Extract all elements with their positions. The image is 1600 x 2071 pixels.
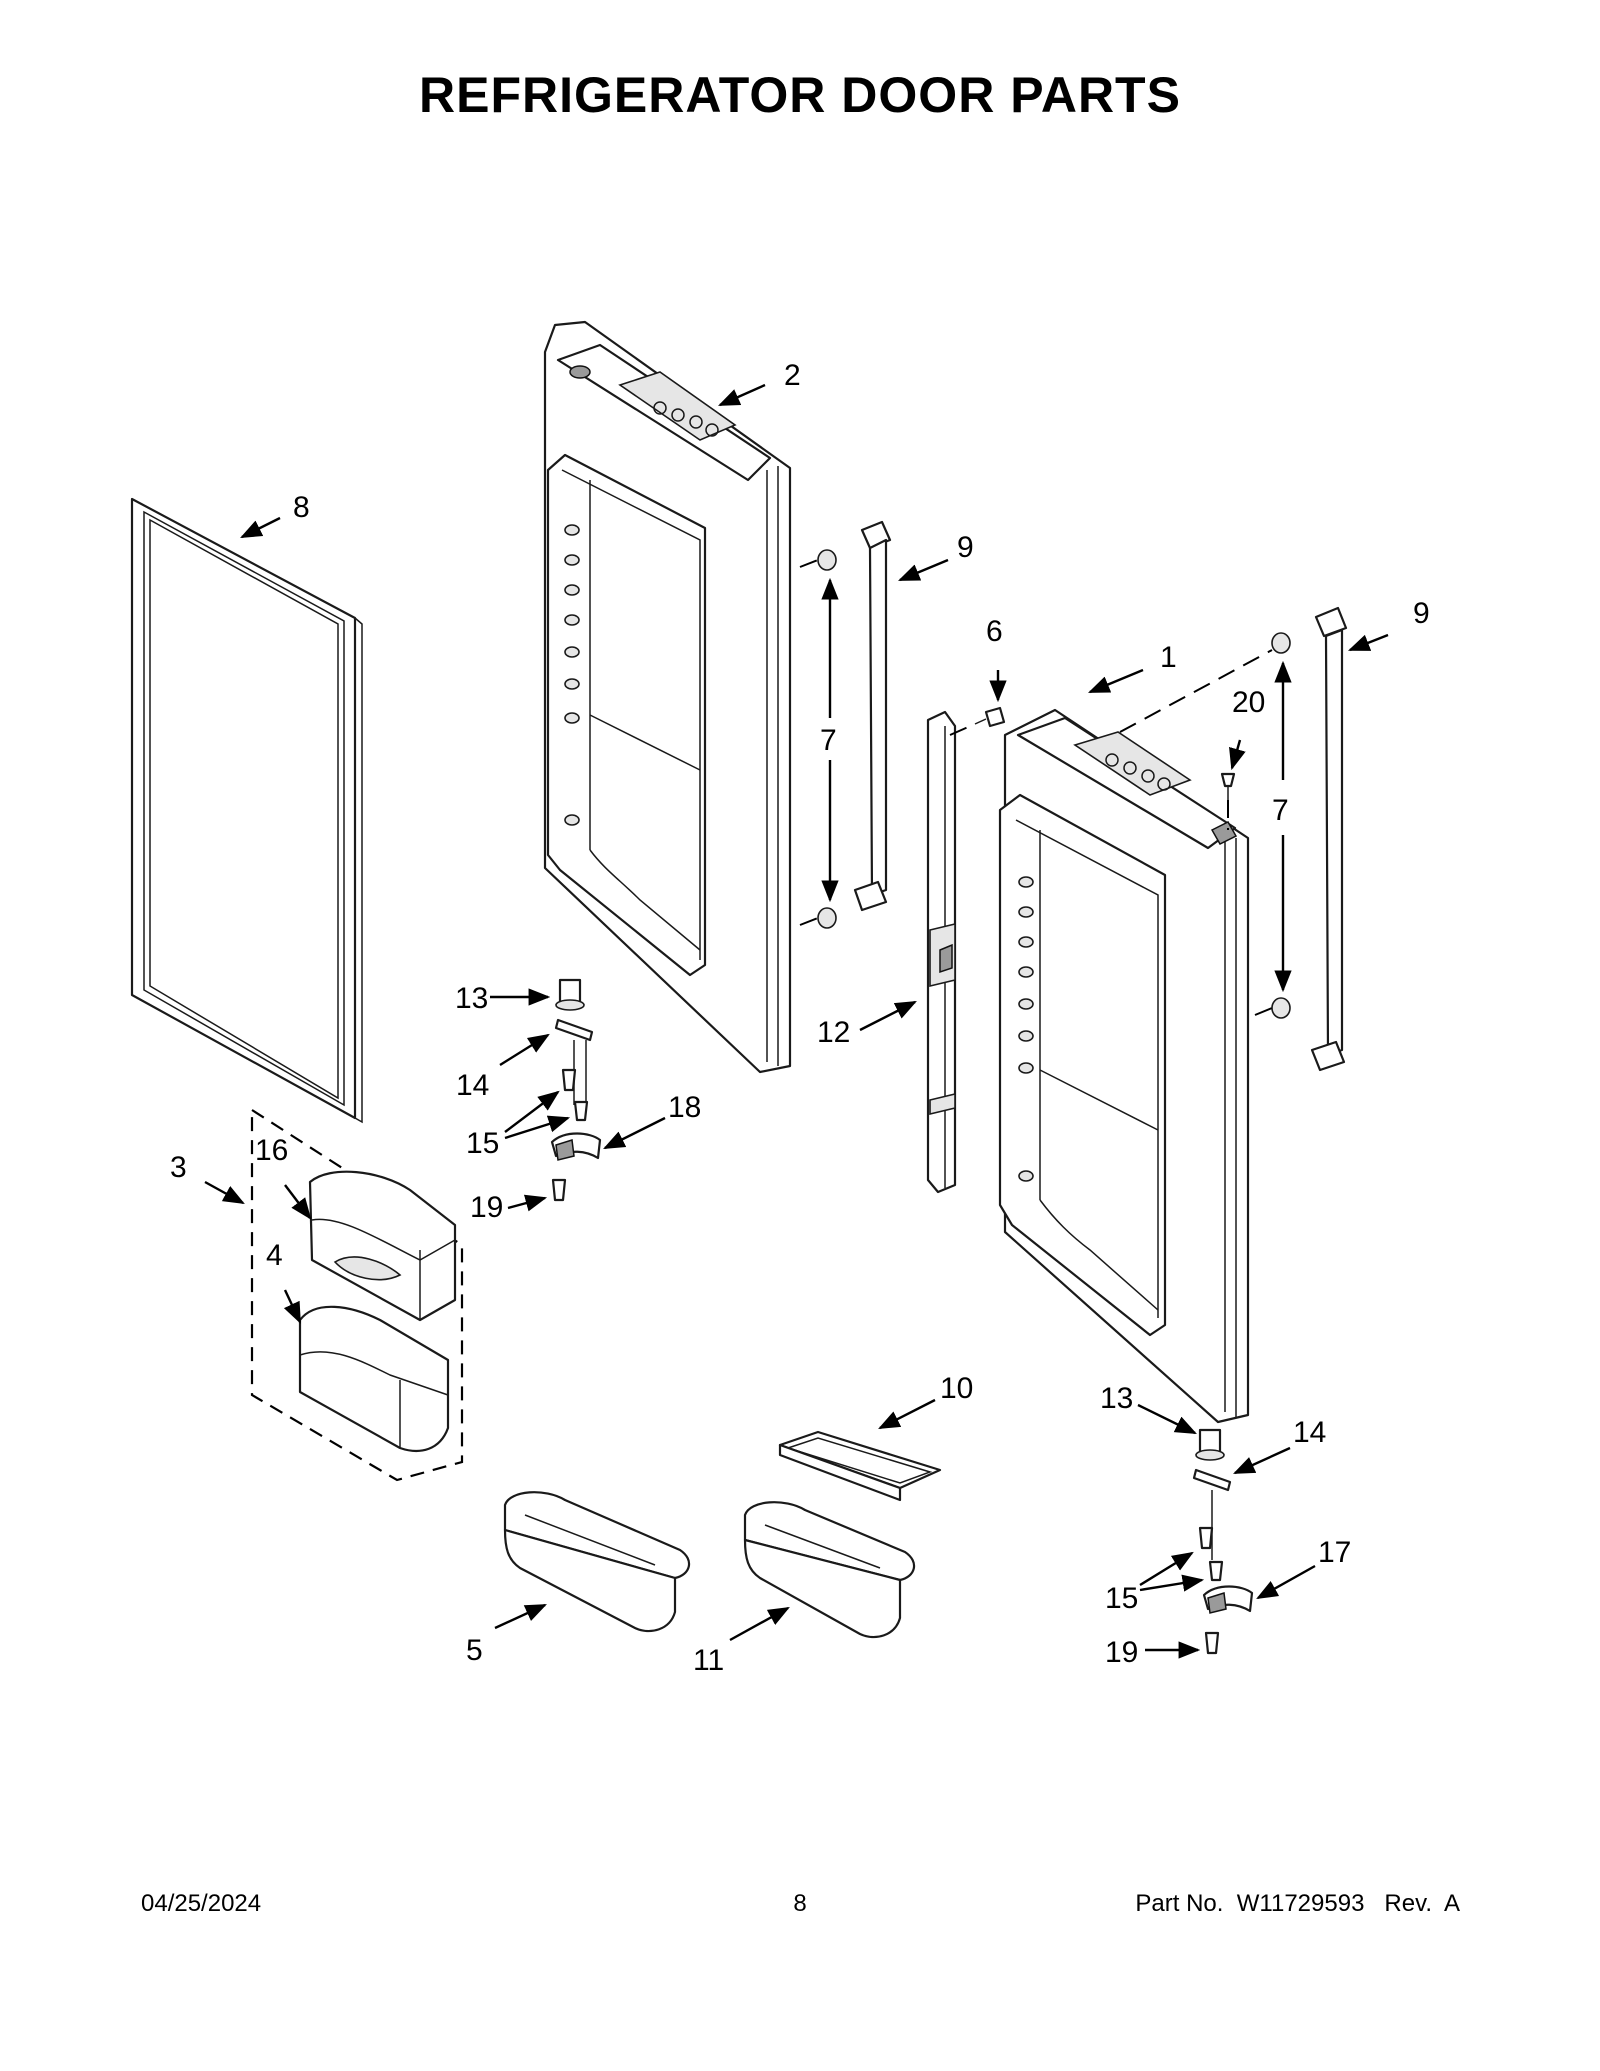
left-door-handle (853, 520, 892, 912)
callout-16: 16 (255, 1134, 288, 1167)
page-title: REFRIGERATOR DOOR PARTS (419, 67, 1181, 123)
callout-19-right: 19 (1105, 1636, 1138, 1669)
guide-line (1119, 649, 1273, 733)
right-hinge-hardware (1192, 1428, 1254, 1655)
callout-14-right: 14 (1293, 1416, 1326, 1449)
callout-4: 4 (266, 1239, 283, 1272)
callout-18: 18 (668, 1091, 701, 1124)
flipper-mullion (926, 710, 957, 1194)
callout-12: 12 (817, 1016, 850, 1049)
right-refrigerator-door (998, 708, 1250, 1424)
door-bin-left (503, 1491, 691, 1633)
footer-date: 04/25/2024 (141, 1890, 262, 1917)
footer-part-number: Part No. W11729593 Rev. A (1135, 1890, 1460, 1917)
callout-7-left: 7 (820, 724, 837, 757)
callout-15-right: 15 (1105, 1582, 1138, 1615)
door-bin-right (743, 1501, 916, 1639)
callout-9-right: 9 (1413, 597, 1430, 630)
leader-arrows (204, 383, 1389, 1659)
handle-mount-studs (817, 549, 1291, 1019)
guide-line (1254, 1007, 1273, 1016)
callout-19-left: 19 (470, 1191, 503, 1224)
shelf-tray (778, 1430, 942, 1502)
left-hinge-hardware (550, 978, 602, 1202)
mullion-screw (974, 706, 1006, 728)
right-door-handle (1310, 606, 1348, 1072)
door-gasket (130, 497, 363, 1124)
callout-10: 10 (940, 1372, 973, 1405)
callout-13-right: 13 (1100, 1382, 1133, 1415)
callout-9-left: 9 (957, 531, 974, 564)
callout-1: 1 (1160, 641, 1177, 674)
callout-2: 2 (784, 359, 801, 392)
callout-3: 3 (170, 1151, 187, 1184)
callout-11: 11 (693, 1644, 724, 1677)
callout-14-left: 14 (456, 1069, 489, 1102)
hinge-screw-20 (1220, 772, 1236, 800)
guide-line (799, 559, 819, 568)
callout-13-left: 13 (455, 982, 488, 1015)
dairy-bin-cover (308, 1170, 457, 1322)
callout-15-left: 15 (466, 1127, 499, 1160)
callout-6: 6 (986, 615, 1003, 648)
callout-7-right: 7 (1272, 794, 1289, 827)
callout-labels: 2 8 9 9 6 1 20 7 7 12 13 14 15 18 19 3 1… (170, 359, 1430, 1677)
dairy-bin (298, 1305, 450, 1452)
callout-20: 20 (1232, 686, 1265, 719)
guide-line (949, 723, 976, 736)
callout-17: 17 (1318, 1536, 1351, 1569)
callout-5: 5 (466, 1634, 483, 1667)
footer-page-number: 8 (793, 1890, 807, 1917)
guide-line (799, 917, 819, 926)
callout-8: 8 (293, 491, 310, 524)
left-refrigerator-door (543, 320, 792, 1074)
